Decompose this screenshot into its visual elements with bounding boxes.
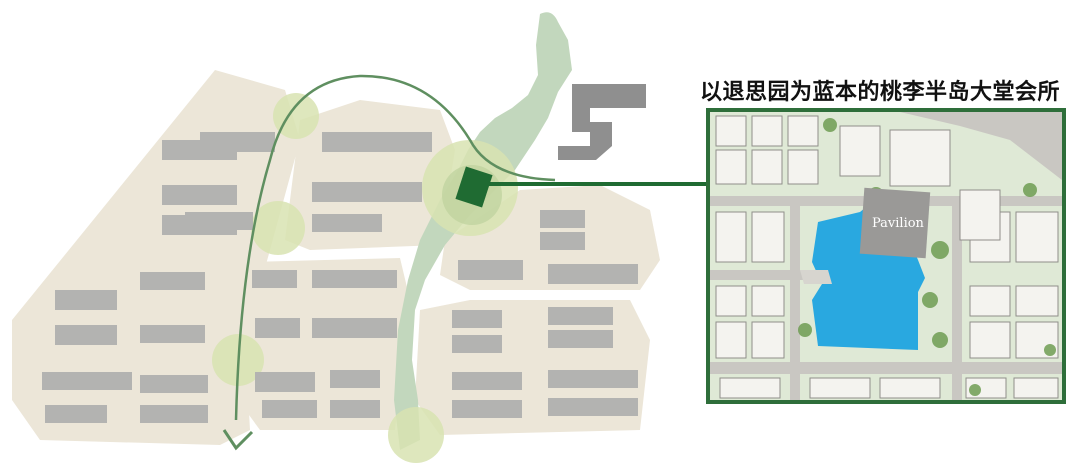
commercial-buildings [558,84,646,160]
building [548,264,638,284]
courtyard-building [889,129,951,187]
route-arrow-icon [222,429,254,451]
road [790,206,800,400]
inset-trees [798,118,1056,396]
tree [1023,183,1037,197]
house [809,377,871,399]
tree [798,323,812,337]
building [330,370,380,388]
building [548,398,638,416]
inset-title: 以退思园为蓝本的桃李半岛大堂会所 [700,80,1061,105]
building [312,318,397,338]
pavilion [859,187,931,259]
node-south [388,407,444,463]
building [140,405,208,423]
building [322,132,432,152]
building [185,212,253,230]
house [751,115,783,147]
greenway [394,12,572,450]
tree [823,118,837,132]
glasshouse [839,125,881,177]
tree [922,292,938,308]
tree [1044,344,1056,356]
building [458,260,523,280]
building [140,375,208,393]
building [540,210,585,228]
building [312,214,382,232]
building [452,335,502,353]
house [879,377,941,399]
building [252,270,297,288]
house [715,149,747,185]
house [751,211,785,263]
building [162,185,237,205]
house [715,285,747,317]
pavilion-label: Pavilion [872,216,925,231]
building [548,307,613,325]
building [312,270,397,288]
building [140,272,205,290]
house [969,285,1011,317]
house [1013,377,1059,399]
road [952,206,962,400]
house [1015,211,1059,263]
node-north-west [273,93,319,139]
tree [969,384,981,396]
house [787,115,819,147]
house [751,149,783,185]
building [255,318,300,338]
glasshouse [959,189,1001,241]
house [751,321,785,359]
house [1015,285,1059,317]
buildings [42,132,638,423]
building [42,372,132,390]
building [55,290,117,310]
road [710,270,820,280]
tree [931,241,949,259]
tree [932,332,948,348]
house [719,377,781,399]
node-west [251,201,305,255]
house [715,211,747,263]
road [710,362,1062,374]
greenway-corridor [394,12,572,450]
inset-houses [715,115,1059,399]
building [200,132,275,152]
road-diagonal [900,112,1062,180]
walking-route [234,74,556,421]
house [751,285,785,317]
commercial-building-lower [558,122,612,160]
building [452,400,522,418]
building [452,372,522,390]
building [55,325,117,345]
building [540,232,585,250]
building [262,400,317,418]
clubhouse-marker [455,166,493,208]
house [787,149,819,185]
building [548,370,638,388]
pond-bridge [800,270,832,284]
building [548,330,613,348]
commercial-building-upper [572,84,646,132]
building [255,372,315,392]
house [969,321,1011,359]
building [452,310,502,328]
house [715,321,747,359]
building [330,400,380,418]
inset-plan: Pavilion [706,108,1066,404]
building [140,325,205,343]
building [45,405,107,423]
house [715,115,747,147]
building [312,182,422,202]
